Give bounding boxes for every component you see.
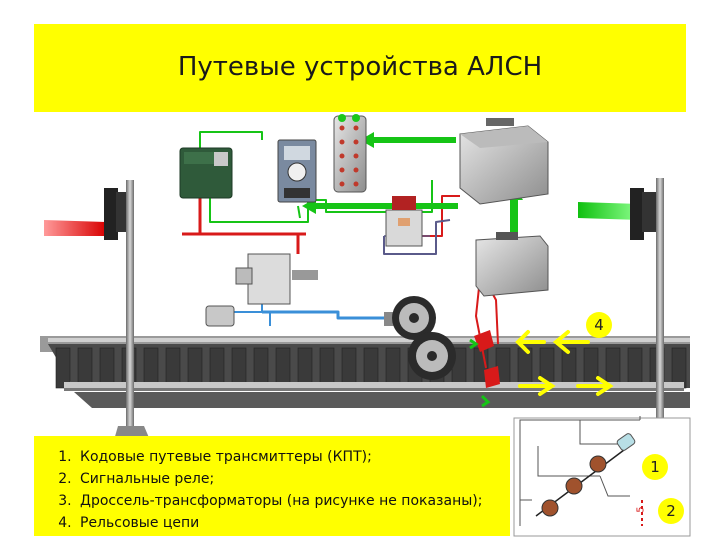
rail-track [40,336,690,408]
callout-inset-one: 1 [642,454,668,480]
rail-connectors [469,330,500,408]
red-wire [420,195,460,237]
transmitter-box-icon [333,114,367,193]
relay-icon [179,147,233,199]
callout-inset-two: 2 [658,498,684,524]
green-signal-beam [578,202,640,220]
relay-icon [385,196,423,247]
legend-item: Дроссель-трансформаторы (на рисунке не п… [76,490,510,512]
transmitter-box-icon [459,118,549,205]
blue-wire [262,310,384,320]
callout-rail-circuit: 4 [586,312,612,338]
signal-mast-icon [656,178,664,426]
legend-box: Кодовые путевые трансмиттеры (КПТ); Сигн… [34,436,510,536]
legend-item: Кодовые путевые трансмиттеры (КПТ); [76,446,510,468]
choke-icon [475,232,549,297]
transmitter-box-icon [277,139,317,203]
signal-mast-icon [126,180,134,426]
rail-apparatus [205,253,318,327]
current-arrows [515,330,614,396]
sleeper [55,347,71,389]
red-signal-beam [44,220,106,236]
left-signal [44,180,150,440]
title-banner: Путевые устройства АЛСН [34,24,686,112]
page-title: Путевые устройства АЛСН [177,52,543,82]
legend-item: Сигнальные реле; [76,468,510,490]
legend-list: Кодовые путевые трансмиттеры (КПТ); Сигн… [34,436,510,534]
wheelset-icon [384,296,456,380]
green-wire [199,131,263,148]
inset-vertical-label: 5 [635,506,647,513]
legend-item: Рельсовые цепи [76,512,510,534]
green-wire [297,205,301,219]
